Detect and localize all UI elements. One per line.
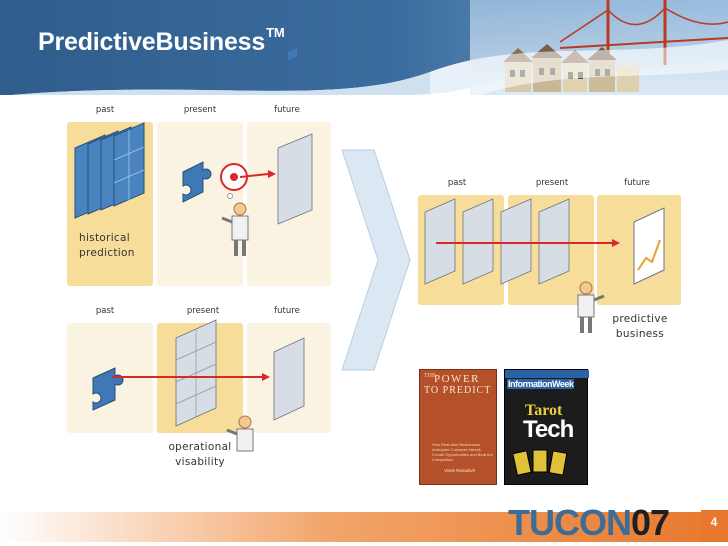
trademark-mark: TM (266, 24, 285, 40)
label-future: future (624, 178, 650, 188)
caption-operational-visability: operational visability (168, 441, 232, 468)
footer-bar (0, 510, 728, 542)
book-blurb: How Real-time Businesses Anticipate Cust… (432, 442, 493, 462)
label-present: present (535, 178, 569, 188)
tarot-cards-image (513, 449, 568, 476)
magazine-masthead: InformationWeek (507, 379, 575, 389)
caption-predictive-business: predictive business (612, 313, 668, 340)
cell-present (157, 122, 243, 286)
future-puzzle (277, 133, 313, 225)
puzzle-piece (92, 367, 124, 411)
person-figure (577, 281, 605, 333)
puzzle-piece (182, 161, 212, 203)
magazine-headline-1: Tarot (525, 402, 563, 419)
puzzle-sheets (424, 198, 570, 285)
label-present: present (186, 306, 220, 316)
page-number: 4 (710, 515, 718, 529)
puzzle-stack (74, 122, 145, 219)
magazine-headline-2: Tech (523, 416, 574, 443)
book-author: Vivek Ranadivé (444, 468, 476, 473)
houses-image (430, 40, 728, 95)
header-background (0, 0, 728, 95)
book-title-prefix: THE (424, 373, 436, 379)
label-future: future (274, 105, 300, 115)
book-title-line1: POWER (434, 373, 480, 385)
slide-title: PredictiveBusinessTM (38, 24, 285, 56)
label-past: past (95, 306, 115, 316)
transition-arrow (341, 149, 411, 371)
slide-header: PredictiveBusinessTM (0, 0, 728, 95)
tucon-logo: TUCON07 (508, 502, 670, 543)
forecast-chart-board (633, 207, 665, 285)
person-figure (226, 415, 254, 452)
book-power-to-predict: THE POWER TO PREDICT How Real-time Busin… (419, 369, 497, 485)
future-puzzle (273, 337, 305, 421)
label-present: present (183, 105, 217, 115)
label-future: future (274, 306, 300, 316)
label-past: past (95, 105, 115, 115)
person-figure (221, 202, 249, 256)
label-past: past (447, 178, 467, 188)
magazine-information-week: InformationWeek Tarot Tech (504, 369, 589, 485)
caption-historical-prediction: historical prediction (79, 232, 135, 259)
book-title-line2: TO PREDICT (424, 385, 492, 396)
